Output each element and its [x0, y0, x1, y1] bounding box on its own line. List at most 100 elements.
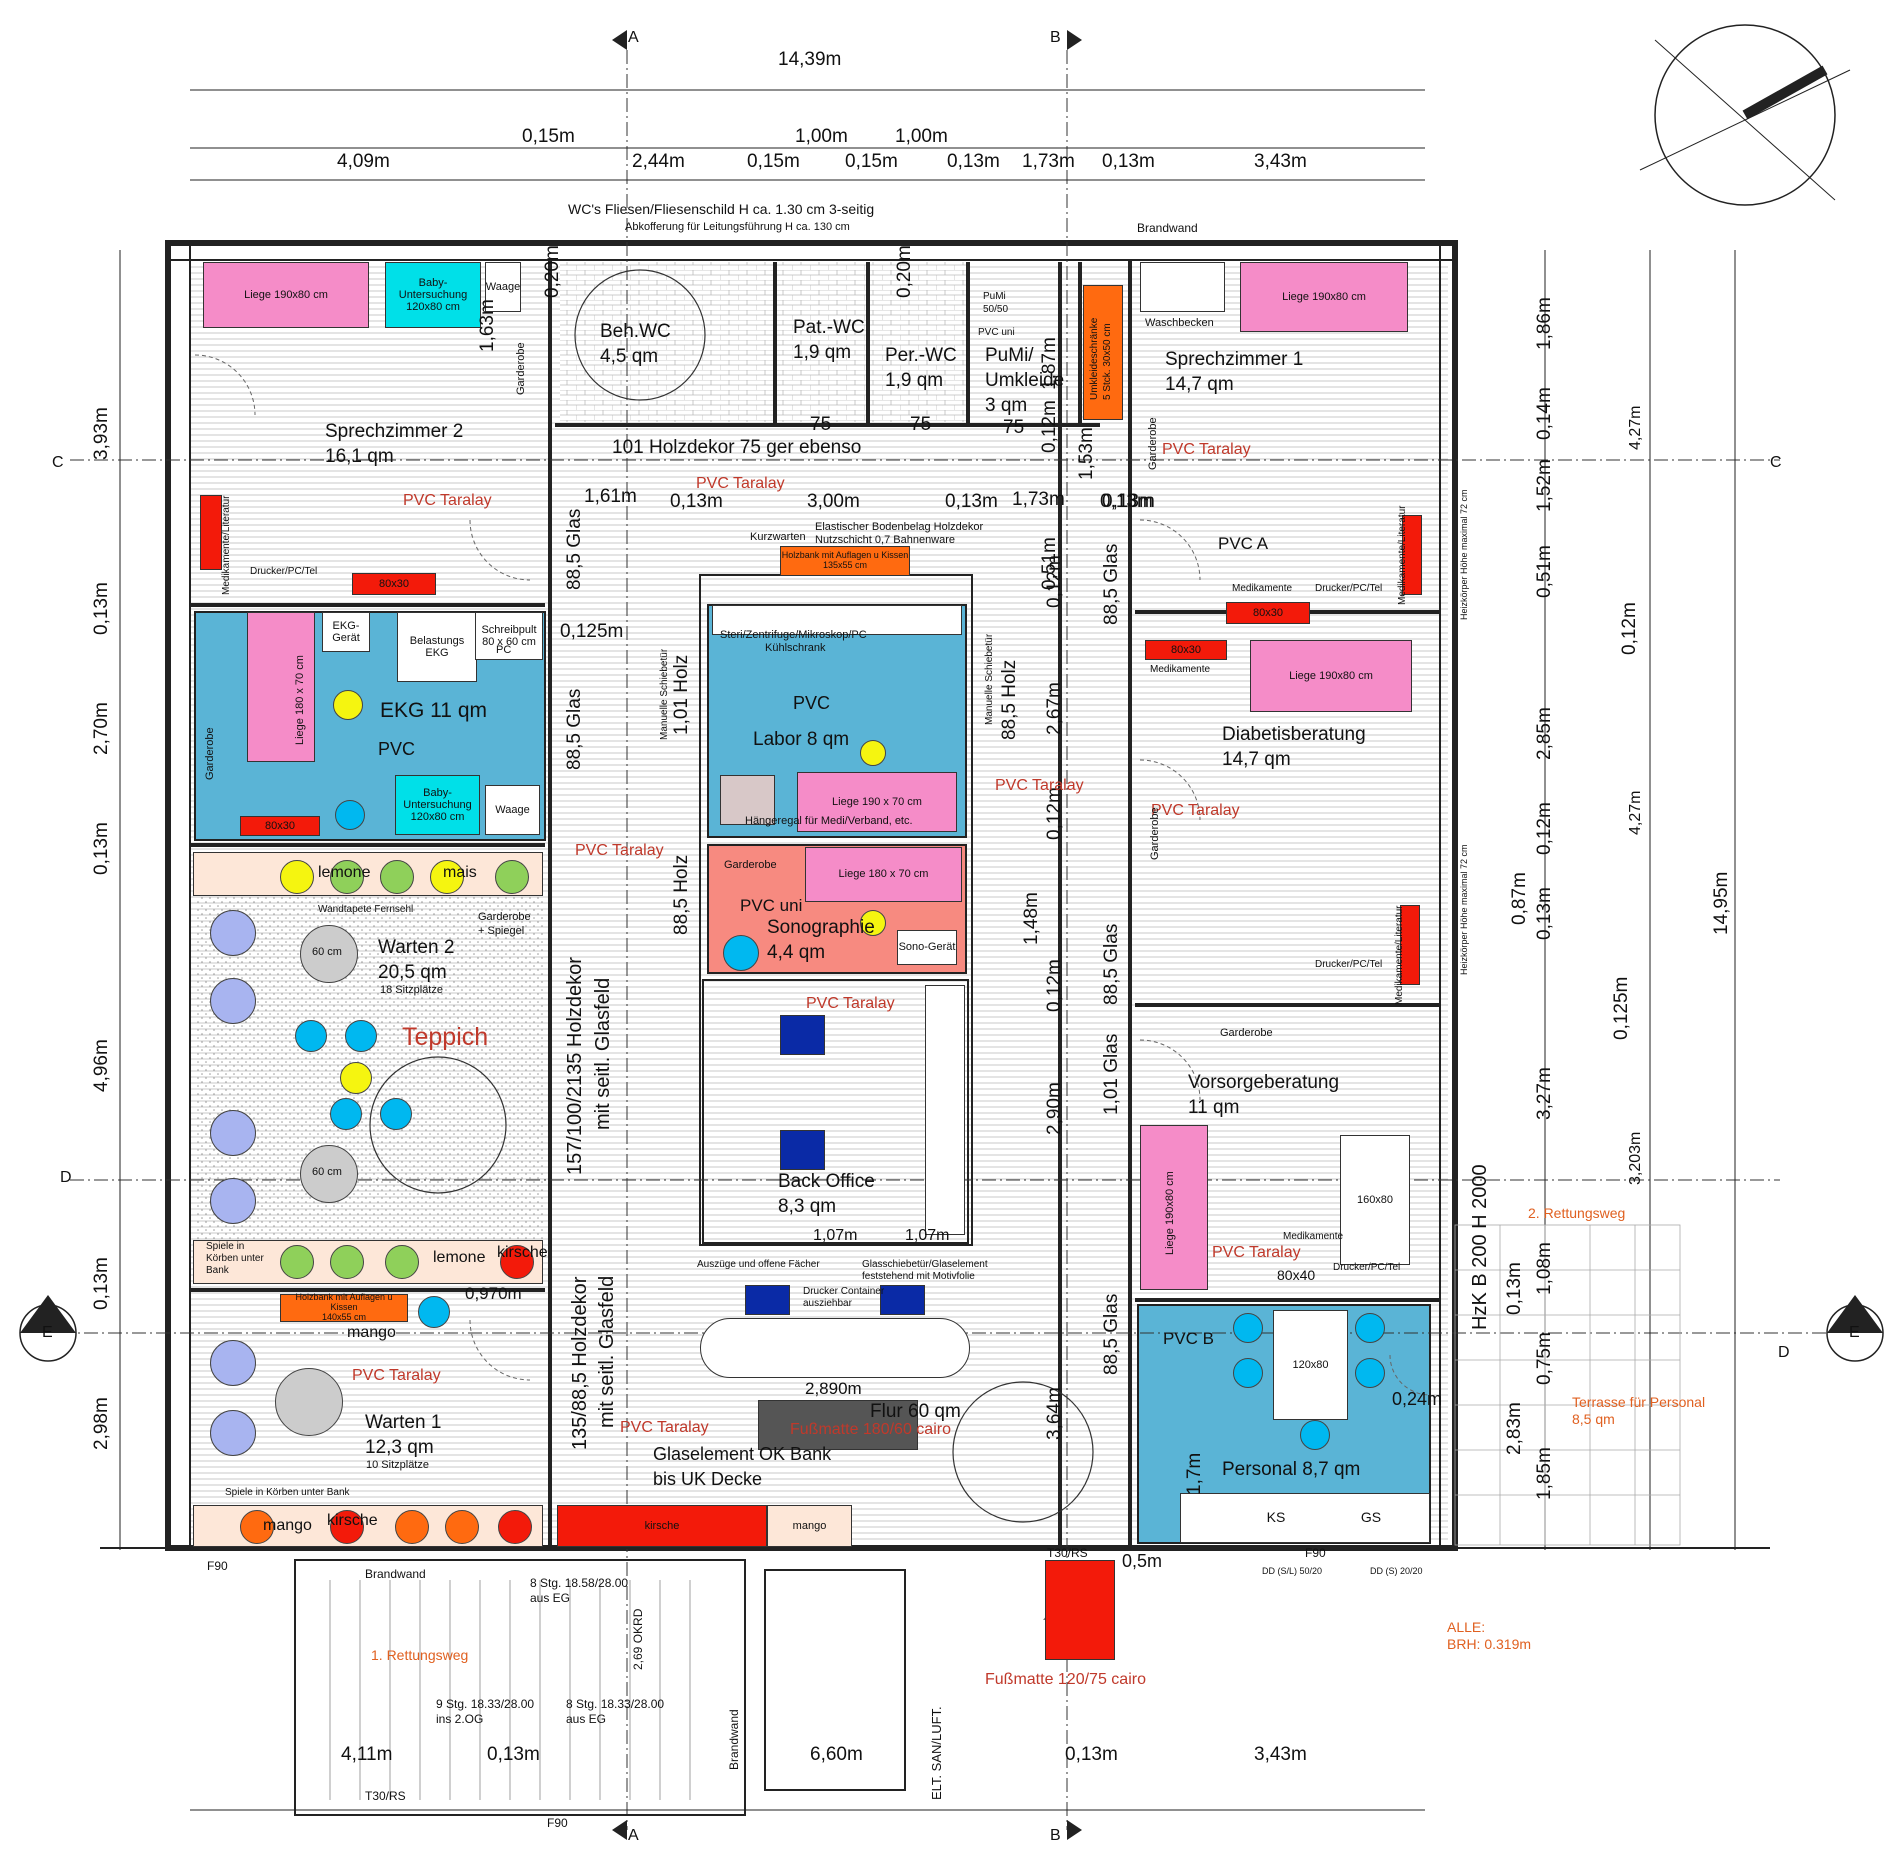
- terrasse-area: 8,5 qm: [1572, 1411, 1615, 1427]
- room-diabetis-name: Diabetisberatung: [1222, 724, 1366, 745]
- drucker-pc-tel-2: Drucker/PC/Tel: [1315, 583, 1383, 594]
- room-vorsorge-area: 11 qm: [1188, 1097, 1240, 1118]
- dim-right-9: 0,125m: [1611, 976, 1632, 1040]
- medikamente-sprech1: [1402, 515, 1422, 595]
- manuelle-right: Manuelle Schiebetür: [984, 633, 995, 725]
- brh-label: BRH: 0.319m: [1447, 1636, 1532, 1652]
- stairs-3-label: 8 Stg. 18.33/28.00: [566, 1697, 665, 1711]
- dim-bottom-1: 0,13m: [487, 1744, 540, 1765]
- waschbecken-box: [1140, 262, 1225, 312]
- stool-ekg-1: [333, 690, 363, 720]
- dim-top1-2: 1,00m: [895, 126, 948, 147]
- stair-block: [100, 1547, 1770, 1816]
- dim-top1-0: 0,15m: [522, 126, 575, 147]
- table-60cm-label-2: 60 cm: [312, 1166, 342, 1178]
- stool-ekg-2: [335, 800, 365, 830]
- dim-misc-37: 88,5 Glas: [1101, 1293, 1122, 1375]
- teppich-label: Teppich: [402, 1023, 489, 1051]
- section-b-top: B: [1050, 29, 1061, 46]
- stool-warten2-2: [345, 1020, 377, 1052]
- section-d-right: D: [1778, 1344, 1790, 1361]
- room-backoffice-area: 8,3 qm: [778, 1196, 837, 1217]
- room-backoffice-name: Back Office: [778, 1171, 875, 1192]
- elastischer-label: Elastischer Bodenbelag Holzdekor: [815, 521, 984, 533]
- dim-top2-1: 2,44m: [632, 151, 685, 172]
- waschbecken-label: Waschbecken: [1145, 317, 1214, 329]
- baby-label-2: Untersuchung: [398, 288, 468, 301]
- t30-2: T30/RS: [1047, 1546, 1088, 1560]
- steri-counter: [712, 605, 962, 635]
- dim-right-0: 1,86m: [1534, 297, 1555, 350]
- dim-bottom-0: 4,11m: [341, 1744, 393, 1765]
- dim-right-outer-2: 3,203m: [1627, 1131, 1644, 1185]
- holzbank2-label: Holzbank mit Auflagen u Kissen: [295, 1292, 393, 1313]
- schrank-80x30-1: [200, 495, 222, 570]
- dim-right-5: 2,85m: [1534, 707, 1555, 760]
- terrace-grid: [1454, 1224, 1681, 1546]
- f90-1: F90: [207, 1559, 228, 1573]
- drucker-container: Drucker Container: [803, 1286, 885, 1297]
- dd1-label: DD (S/L) 50/20: [1262, 1566, 1323, 1576]
- stool-personal-2: [1233, 1358, 1263, 1388]
- dim-misc-11: 0,13m: [1100, 491, 1153, 512]
- section-e-right: E: [1849, 1324, 1860, 1341]
- stairs-1-label: 8 Stg. 18.58/28.00: [530, 1576, 629, 1590]
- table-warten1: [275, 1368, 343, 1436]
- dim-top2-5: 1,73m: [1022, 151, 1075, 172]
- table-120x80: 120x80: [1273, 1310, 1348, 1420]
- section-arrow-b-bottom-icon: [1067, 1820, 1082, 1840]
- room-perwc-area: 1,9 qm: [885, 370, 944, 391]
- alle-label: ALLE:: [1447, 1619, 1486, 1635]
- pvc-taralay-8: PVC Taralay: [1212, 1244, 1301, 1261]
- holzbank-label: Holzbank mit Auflagen u Kissen: [781, 550, 909, 561]
- armchair-4: [210, 1178, 256, 1224]
- holzdekor-top: 101 Holzdekor 75 ger ebenso: [612, 437, 862, 458]
- labor-sink: [720, 775, 775, 825]
- dim-right-outer-1: 4,27m: [1627, 790, 1644, 835]
- spiele-label-2b: Körben unter: [206, 1253, 264, 1264]
- armchair-3: [210, 1110, 256, 1156]
- backoffice-dark-2: [780, 1130, 825, 1170]
- waage-2: Waage: [485, 785, 540, 835]
- dim-misc-5: 1,53m: [1076, 427, 1097, 480]
- room-labor-floor: PVC: [793, 693, 831, 713]
- table-160x80: 160x80: [1340, 1135, 1410, 1265]
- section-a-top: A: [628, 29, 639, 46]
- glasschiebe-label-2: feststehend mit Motivfolie: [862, 1271, 975, 1282]
- bench-mango-label-1: mango: [263, 1517, 312, 1534]
- table-60cm-1: [300, 925, 358, 983]
- bench-lemone-label-2: lemone: [433, 1249, 486, 1266]
- dim-misc-25: 2,890m: [805, 1379, 862, 1398]
- brandwand-top: Brandwand: [1137, 221, 1198, 235]
- drucker-pc-tel-1: Drucker/PC/Tel: [250, 566, 318, 577]
- section-arrow-a-top-icon: [612, 30, 627, 50]
- waage-1: Waage: [485, 262, 521, 312]
- holzdekor-side-2b: mit seitl. Glasfeld: [596, 1275, 618, 1428]
- room-warten1-seats: 10 Sitzplätze: [366, 1459, 429, 1471]
- dim-right-15: 1,85m: [1534, 1447, 1555, 1500]
- liege-ekg: [247, 612, 315, 762]
- fussmatte-2-label: Fußmatte 120/75 cairo: [985, 1671, 1146, 1688]
- bench-bottom-warten2: [193, 1240, 543, 1284]
- dim-left-6: 2,98m: [91, 1397, 112, 1450]
- dim-misc-0: 0,20m: [542, 245, 563, 298]
- holzbank2-size: 140x55 cm: [321, 1311, 367, 1322]
- holzbank-size: 135x55 cm: [822, 560, 868, 570]
- garderobe-ekg: Garderobe: [204, 727, 216, 780]
- wc-tiles-note: WC's Fliesen/Fliesenschild H ca. 1.30 cm…: [568, 201, 875, 217]
- dim-misc-12: 0,125m: [560, 621, 624, 642]
- section-b-bottom: B: [1050, 1827, 1061, 1844]
- bench-lemone-label-1: lemone: [318, 864, 371, 881]
- garderobe-vorsorge: Garderobe: [1220, 1027, 1273, 1039]
- room-pvc-a: PVC A: [1218, 534, 1269, 553]
- fussmatte-1-label: Fußmatte 180/60 cairo: [790, 1421, 951, 1438]
- dim-right-11: 1,08m: [1534, 1242, 1555, 1295]
- ekg-geraet: EKG-Gerät: [322, 612, 370, 652]
- turning-circles: [369, 269, 1094, 1523]
- stool-warten1: [418, 1296, 450, 1328]
- ks-unit: KS: [1255, 1497, 1297, 1539]
- liege-labor: Liege 190 x 70 cm: [797, 772, 957, 832]
- dim-right-14: 2,83m: [1504, 1402, 1525, 1455]
- medikamente-label-1: Medikamente: [1232, 583, 1293, 594]
- room-diabetis-area: 14,7 qm: [1222, 749, 1291, 770]
